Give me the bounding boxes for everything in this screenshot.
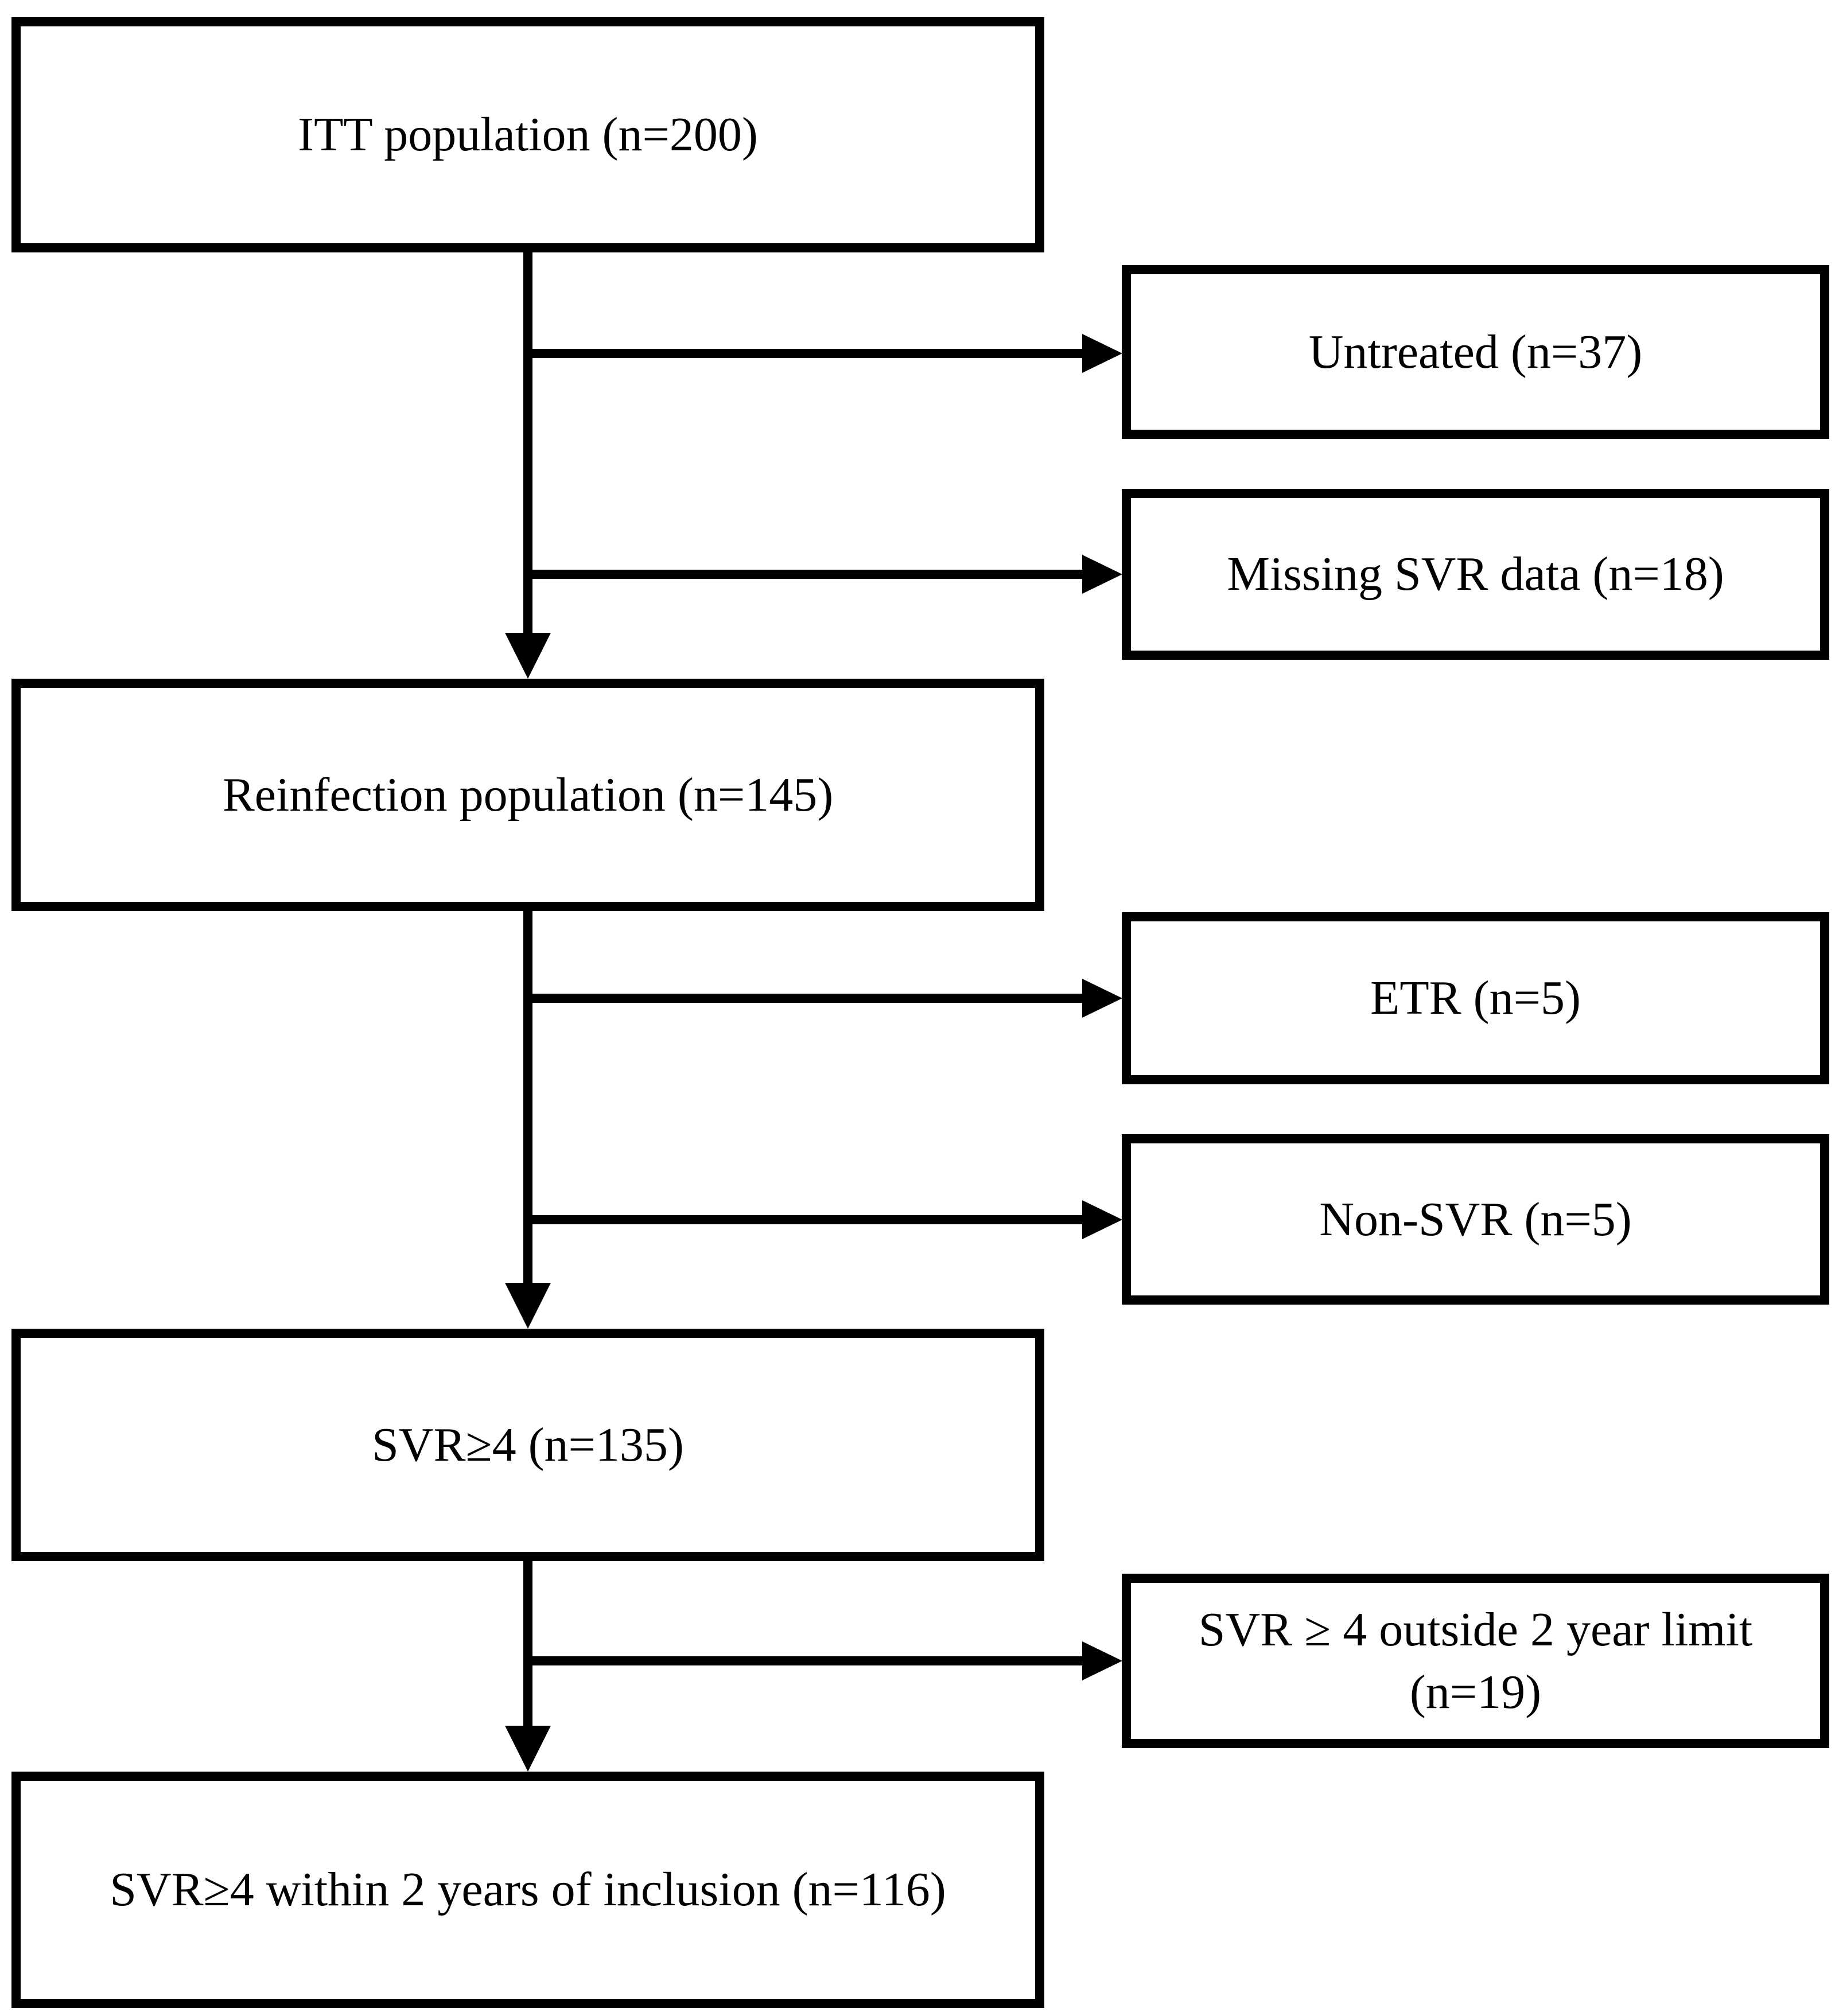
arrow-right-icon (1082, 1641, 1122, 1680)
flow-node-svr4: SVR≥4 (n=135) (11, 1329, 1044, 1561)
arrow-right-icon (1082, 334, 1122, 373)
flow-node-itt-population: ITT population (n=200) (11, 17, 1044, 252)
flow-node-missing-svr-data: Missing SVR data (n=18) (1122, 489, 1829, 660)
flow-node-non-svr: Non-SVR (n=5) (1122, 1134, 1829, 1305)
arrow-right-icon (1082, 1200, 1122, 1239)
flow-node-untreated: Untreated (n=37) (1122, 265, 1829, 439)
node-label: Missing SVR data (n=18) (1227, 547, 1724, 601)
node-label: SVR≥4 (n=135) (372, 1418, 684, 1472)
connector-itt-to-untreated (523, 349, 1086, 358)
flow-node-etr: ETR (n=5) (1122, 912, 1829, 1084)
node-label: SVR≥4 within 2 years of inclusion (n=116… (110, 1863, 946, 1917)
connector-svr4-to-within (523, 1560, 532, 1726)
connector-reinfection-to-etr (523, 994, 1086, 1003)
connector-reinfection-to-non-svr (523, 1215, 1086, 1224)
node-label: Non-SVR (n=5) (1319, 1192, 1632, 1246)
flow-node-svr4-outside-2-year-limit: SVR ≥ 4 outside 2 year limit (n=19) (1122, 1574, 1829, 1748)
arrow-right-icon (1082, 555, 1122, 594)
arrow-right-icon (1082, 979, 1122, 1018)
arrow-down-icon (505, 1283, 551, 1329)
arrow-down-icon (505, 633, 551, 679)
connector-itt-to-reinfection (523, 251, 532, 633)
connector-reinfection-to-svr4 (523, 910, 532, 1283)
node-label: Untreated (n=37) (1308, 325, 1643, 379)
node-label: Reinfection population (n=145) (222, 768, 834, 822)
flow-node-reinfection-population: Reinfection population (n=145) (11, 679, 1044, 911)
node-label: ETR (n=5) (1370, 971, 1581, 1025)
node-label-line1: SVR ≥ 4 outside 2 year limit (1198, 1602, 1753, 1656)
flow-node-svr4-within-2-years: SVR≥4 within 2 years of inclusion (n=116… (11, 1772, 1044, 2008)
arrow-down-icon (505, 1726, 551, 1772)
node-label-line2: (n=19) (1409, 1665, 1542, 1719)
connector-itt-to-missing-svr (523, 570, 1086, 579)
node-label: ITT population (n=200) (298, 108, 758, 162)
connector-svr4-to-outside (523, 1656, 1086, 1665)
